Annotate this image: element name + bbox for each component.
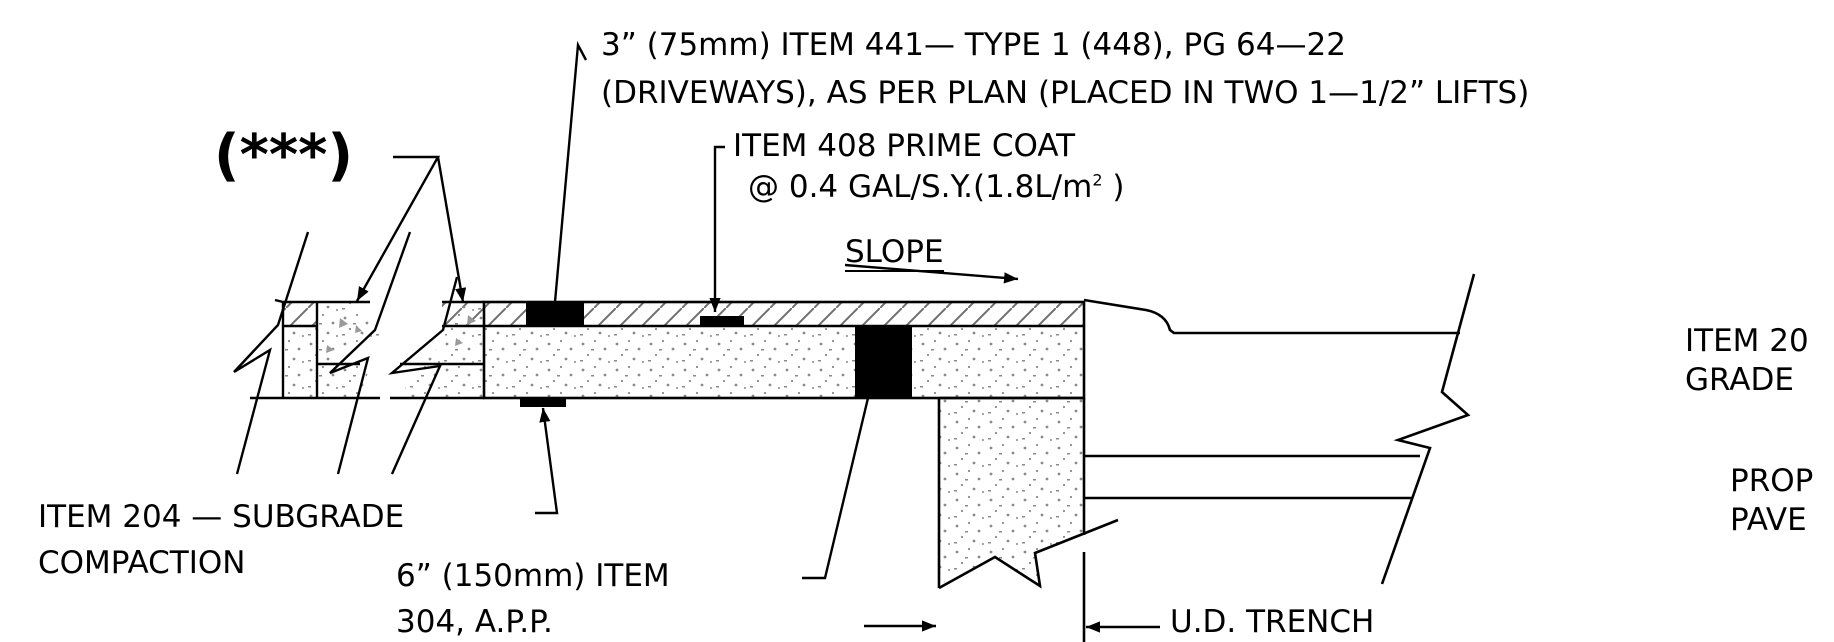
- left-break-section: [233, 231, 484, 475]
- prime-coat-callout-line1: ITEM 408 PRIME COAT: [733, 128, 1076, 164]
- prime-coat-callout-line2: @ 0.4 GAL/S.Y.(1.8L/m2 ): [748, 172, 1124, 203]
- asterisks-symbol: (***): [214, 123, 354, 188]
- asphalt-callout-line1: 3” (75mm) ITEM 441— TYPE 1 (448), PG 64—…: [601, 27, 1346, 63]
- slope-label: SLOPE: [845, 234, 944, 272]
- roadway-section: [1083, 273, 1476, 585]
- right-item-callout-line2: GRADE: [1685, 362, 1794, 398]
- driveway-pavement: [482, 300, 1086, 407]
- prime-coat-rate-close: ): [1102, 169, 1125, 205]
- base-sample-block: [855, 326, 912, 398]
- prime-coat-sample-block: [700, 316, 744, 326]
- asphalt-callout-line2: (DRIVEWAYS), AS PER PLAN (PLACED IN TWO …: [601, 75, 1530, 111]
- right-item-callout-line1: ITEM 20: [1685, 323, 1809, 359]
- trench-dimension-label: U.D. TRENCH: [1170, 604, 1375, 640]
- underdrain-trench: [937, 396, 1119, 642]
- right-prop-callout-line1: PROP: [1730, 463, 1814, 499]
- prime-coat-rate: @ 0.4 GAL/S.Y.(1.8L/m: [748, 169, 1093, 205]
- right-prop-callout-line2: PAVE: [1730, 502, 1807, 538]
- subgrade-callout-line1: ITEM 204 — SUBGRADE: [38, 499, 405, 535]
- subgrade-callout-line2: COMPACTION: [38, 545, 246, 581]
- asphalt-sample-block: [526, 302, 584, 326]
- prime-coat-unit-exponent: 2: [1092, 170, 1103, 190]
- base-callout-line2: 304, A.P.P.: [396, 604, 553, 640]
- base-callout-line1: 6” (150mm) ITEM: [396, 558, 670, 594]
- subgrade-sample-block: [520, 398, 566, 407]
- callout-leaders: [355, 40, 1160, 633]
